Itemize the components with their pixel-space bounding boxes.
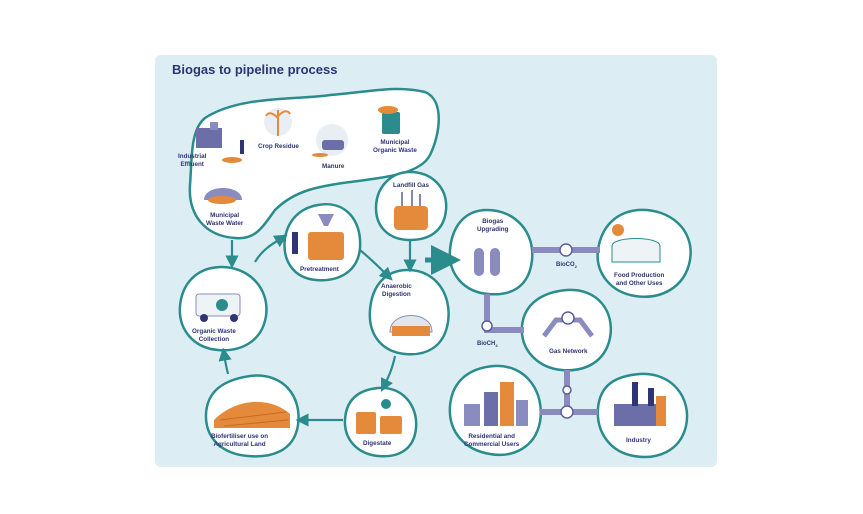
food-production-icon xyxy=(611,224,661,263)
biofertiliser-icon xyxy=(214,401,290,428)
landfill-gas-icon xyxy=(394,190,428,230)
municipal-organic-waste-icon xyxy=(378,106,400,134)
digestate-icon xyxy=(356,399,402,434)
industrial-effluent-icon xyxy=(196,122,244,163)
municipal-waste-water-icon xyxy=(204,188,242,204)
organic-waste-collection-icon xyxy=(195,293,241,322)
label-pretreatment: Pretreatment xyxy=(300,266,339,273)
valves xyxy=(481,243,574,419)
circle-gas-network xyxy=(520,288,613,372)
label-gas-network: Gas Network xyxy=(549,348,588,355)
manure-icon xyxy=(312,124,348,157)
label-landfill-gas: Landfill Gas xyxy=(393,182,430,189)
residential-icon xyxy=(464,382,528,426)
biogas-upgrading-icon xyxy=(474,248,500,276)
label-industry: Industry xyxy=(626,437,651,444)
anaerobic-digestion-icon xyxy=(389,315,433,336)
label-biochx: BioCH4 xyxy=(477,341,498,349)
diagram-title: Biogas to pipeline process xyxy=(172,62,338,77)
label-manure: Manure xyxy=(322,163,345,170)
label-crop-residue: Crop Residue xyxy=(258,143,299,150)
label-digestate: Digestate xyxy=(363,440,392,447)
cycle-arrows xyxy=(218,234,455,427)
pretreatment-icon xyxy=(292,214,344,260)
gas-network-icon xyxy=(542,311,594,338)
label-bioco2: BioCO2 xyxy=(556,262,577,270)
industry-icon xyxy=(614,382,666,426)
crop-residue-icon xyxy=(264,108,292,136)
feedstock-blob xyxy=(188,87,440,240)
